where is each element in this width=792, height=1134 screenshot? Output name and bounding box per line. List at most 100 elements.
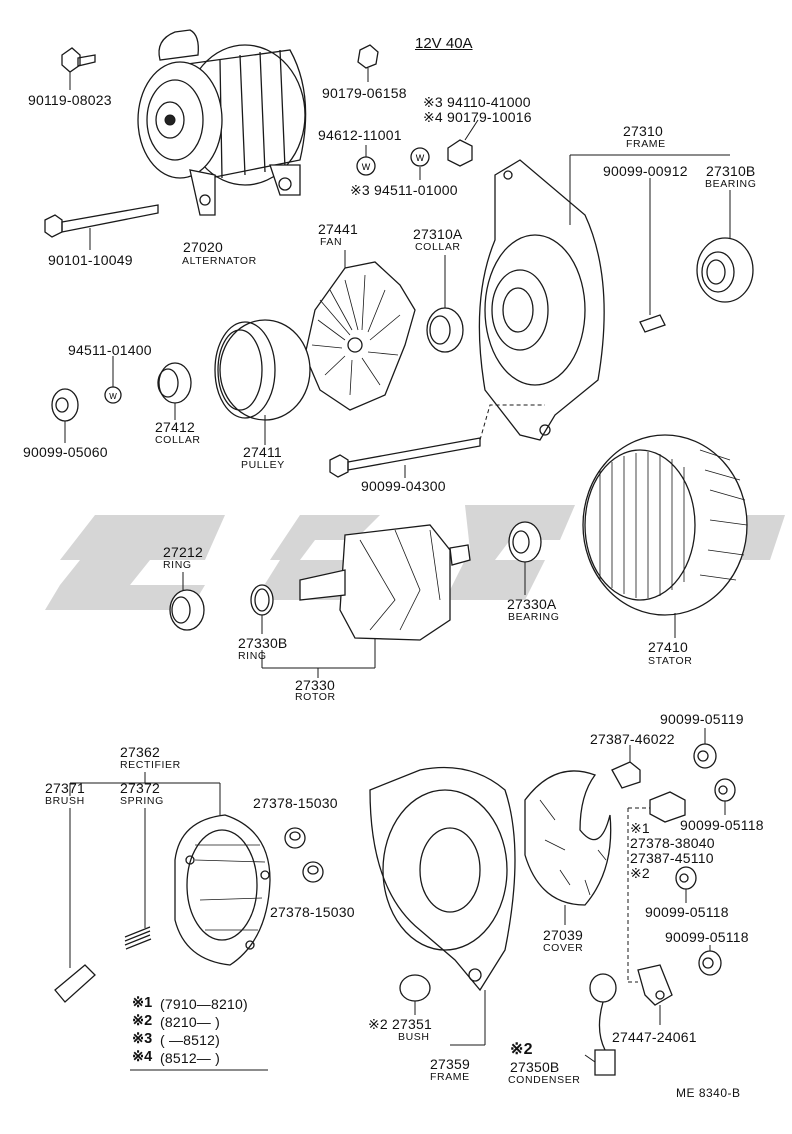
- spec-title: 12V 40A: [415, 35, 473, 52]
- label-condenser: CONDENSER: [508, 1074, 581, 1086]
- label-brush: BRUSH: [45, 795, 85, 807]
- label-27351: ※2 27351: [368, 1016, 432, 1032]
- label-bearing-b: BEARING: [705, 178, 757, 190]
- label-90101-10049: 90101-10049: [48, 252, 133, 268]
- svg-text:W: W: [416, 153, 425, 163]
- legend-range-1: (7910—8210): [160, 996, 248, 1012]
- label-90099-05118-a: 90099-05118: [680, 817, 764, 833]
- terminal-27387-46022-drawing: [611, 745, 641, 789]
- label-90099-05118-c: 90099-05118: [665, 929, 749, 945]
- label-94511-01400: 94511-01400: [68, 342, 152, 358]
- label-90099-05119: 90099-05119: [660, 711, 744, 727]
- label-27411: 27411: [243, 444, 282, 460]
- label-bush: BUSH: [398, 1031, 430, 1043]
- label-cover: COVER: [543, 942, 584, 954]
- label-27039: 27039: [543, 927, 583, 943]
- label-90099-05060: 90099-05060: [23, 444, 108, 460]
- rectifier-27362-drawing: [69, 772, 271, 966]
- label-pulley: PULLEY: [241, 459, 285, 471]
- label-rectifier: RECTIFIER: [120, 759, 181, 771]
- bracket-27447-24061-drawing: [628, 964, 673, 1025]
- label-27020: 27020: [183, 239, 223, 255]
- label-frame-rear: FRAME: [430, 1071, 470, 1083]
- label-27359: 27359: [430, 1056, 470, 1072]
- label-94612-11001: 94612-11001: [318, 127, 402, 143]
- cover-27039-drawing: [524, 770, 612, 925]
- bushing-27378-15030a-drawing: [284, 827, 306, 849]
- label-mark-1: ※1: [630, 820, 650, 836]
- label-90099-00912: 90099-00912: [603, 163, 688, 179]
- label-94110-41000: ※3 94110-41000: [423, 94, 531, 110]
- label-27378-15030-b: 27378-15030: [270, 904, 355, 920]
- rear-frame-27359-drawing: [369, 766, 516, 1046]
- label-bearing-a: BEARING: [508, 611, 560, 623]
- label-ring-212: RING: [163, 559, 192, 571]
- label-collar-412: COLLAR: [155, 434, 201, 446]
- bolt-90099-00912-drawing: [639, 178, 666, 333]
- bolt-90119-drawing: [61, 47, 96, 90]
- brush-27371-drawing: [54, 808, 96, 1003]
- ring-27330b-drawing: [250, 584, 274, 634]
- legend-range-4: (8512— ): [160, 1050, 220, 1066]
- nut-90179-drawing: [357, 44, 379, 82]
- stator-27410-drawing: [582, 434, 748, 638]
- condenser-27350b-drawing: [584, 973, 617, 1076]
- nut-90099-05118a-drawing: [714, 778, 736, 815]
- terminal-27378-38040-drawing: [627, 791, 686, 982]
- label-27387-46022: 27387-46022: [590, 731, 675, 747]
- washer-94511-drawing: W: [410, 147, 430, 180]
- label-collar-a: COLLAR: [415, 241, 461, 253]
- bolt-90101-drawing: [44, 204, 159, 250]
- label-alternator: ALTERNATOR: [182, 255, 257, 267]
- label-90179-06158: 90179-06158: [322, 85, 407, 101]
- label-27330b: 27330B: [238, 635, 288, 651]
- svg-text:W: W: [109, 392, 117, 401]
- collar-27412-drawing: [157, 362, 192, 420]
- spring-27372-drawing: [124, 808, 152, 950]
- collar-27310a-drawing: [426, 255, 464, 353]
- legend-mark-1: ※1: [132, 995, 153, 1011]
- drawing-code: ME 8340-B: [676, 1086, 741, 1100]
- label-spring: SPRING: [120, 795, 164, 807]
- label-90099-05118-b: 90099-05118: [645, 904, 729, 920]
- legend-mark-4: ※4: [132, 1049, 153, 1065]
- label-frame-front: FRAME: [626, 138, 666, 150]
- label-27330: 27330: [295, 677, 335, 693]
- label-27330a: 27330A: [507, 596, 557, 612]
- label-27371: 27371: [45, 780, 85, 796]
- label-27372: 27372: [120, 780, 160, 796]
- washer-94511-01400-drawing: W: [104, 356, 122, 404]
- bearing-27310b-drawing: [696, 190, 754, 303]
- nut-90099-05118b-drawing: [675, 866, 697, 903]
- label-90179-10016: ※4 90179-10016: [423, 109, 532, 125]
- label-27310b: 27310B: [706, 163, 756, 179]
- label-ring-b: RING: [238, 650, 267, 662]
- washer-94612-drawing: W: [356, 145, 376, 176]
- label-27412: 27412: [155, 419, 195, 435]
- frame-27310-drawing: [478, 154, 730, 441]
- fan-drawing: [304, 250, 416, 411]
- legend-range-2: (8210— ): [160, 1014, 220, 1030]
- nut-90099-05118c-drawing: [698, 945, 722, 976]
- bolt-90099-04300-drawing: [329, 404, 545, 478]
- label-stator: STATOR: [648, 655, 693, 667]
- label-mark-2-condenser: ※2: [510, 1041, 533, 1058]
- rotor-27330-drawing: [261, 524, 471, 678]
- label-27410: 27410: [648, 639, 688, 655]
- bush-27351-drawing: [399, 974, 431, 1015]
- legend-range-3: ( —8512): [160, 1032, 220, 1048]
- alternator-drawing: [137, 29, 307, 216]
- label-rotor: ROTOR: [295, 691, 336, 703]
- label-27447-24061: 27447-24061: [612, 1029, 697, 1045]
- bearing-27330a-drawing: [508, 521, 542, 595]
- ring-27212-drawing: [169, 572, 205, 631]
- label-27378-15030-a: 27378-15030: [253, 795, 338, 811]
- pulley-27411-drawing: [214, 319, 311, 445]
- label-27441: 27441: [318, 221, 358, 237]
- label-fan: FAN: [320, 236, 343, 248]
- label-90119-08023: 90119-08023: [28, 92, 112, 108]
- label-27350b: 27350B: [510, 1059, 560, 1075]
- nut-90099-05119-drawing: [693, 728, 717, 769]
- label-27378-38040: 27378-38040: [630, 835, 715, 851]
